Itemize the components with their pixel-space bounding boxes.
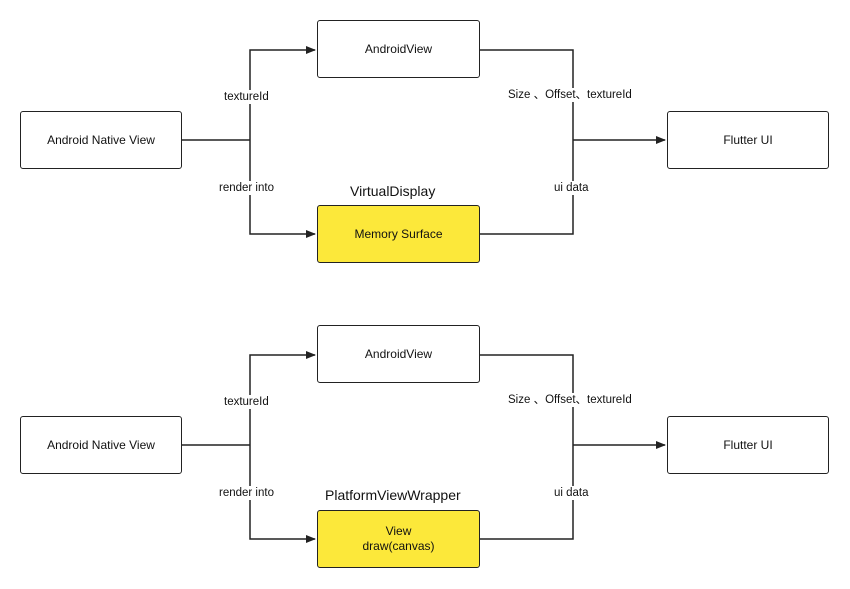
edge-androidview-to-merge-2 — [480, 354, 574, 445]
container-title-platformviewwrapper: PlatformViewWrapper — [325, 487, 461, 503]
edge-label-textureid: textureId — [224, 90, 269, 104]
node-android-native-view: Android Native View — [20, 111, 182, 169]
edge-view-to-merge-2 — [480, 445, 574, 540]
edge-split-to-androidview — [249, 46, 316, 140]
edge-label-ui-data: ui data — [554, 181, 589, 195]
edge-label-size-offset-textureid: Size 、Offset、textureId — [508, 88, 632, 102]
node-android-native-view-2: Android Native View — [20, 416, 182, 474]
edge-label-size-offset-textureid-2: Size 、Offset、textureId — [508, 393, 632, 407]
node-flutter-ui-2: Flutter UI — [667, 416, 829, 474]
node-label: Android Native View — [47, 133, 155, 147]
node-label: Flutter UI — [723, 133, 773, 147]
edge-label-render-into-2: render into — [219, 486, 274, 500]
node-label: Android Native View — [47, 438, 155, 452]
edge-androidview-to-merge — [480, 49, 574, 140]
edge-split-to-androidview-2 — [249, 351, 316, 445]
node-label: AndroidView — [364, 42, 433, 56]
node-flutter-ui: Flutter UI — [667, 111, 829, 169]
edge-label-render-into: render into — [219, 181, 274, 195]
node-androidview-2: AndroidView — [317, 325, 480, 383]
node-label-line2: draw(canvas) — [362, 539, 435, 553]
edge-label-ui-data-2: ui data — [554, 486, 589, 500]
node-label: AndroidView — [364, 347, 433, 361]
edge-memory-surface-to-merge — [480, 140, 574, 235]
node-androidview: AndroidView — [317, 20, 480, 78]
container-title-virtualdisplay: VirtualDisplay — [350, 183, 436, 199]
node-label: Memory Surface — [354, 227, 443, 241]
edge-label-textureid-2: textureId — [224, 395, 269, 409]
node-view-draw-canvas: View draw(canvas) — [317, 510, 480, 568]
node-label: Flutter UI — [723, 438, 773, 452]
edge-split-to-memory-surface — [249, 140, 316, 238]
node-label-line1: View — [385, 524, 412, 538]
node-memory-surface: Memory Surface — [317, 205, 480, 263]
edge-split-to-view-2 — [249, 445, 316, 543]
